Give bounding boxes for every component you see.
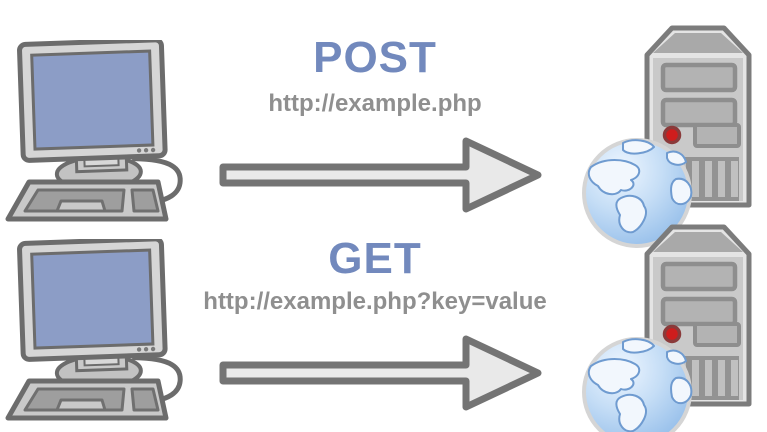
post-method-title: POST bbox=[313, 33, 437, 82]
desktop-computer-icon bbox=[5, 239, 185, 423]
post-url-text: http://example.php bbox=[268, 90, 482, 117]
desktop-computer-icon bbox=[5, 40, 185, 224]
globe-icon bbox=[579, 334, 695, 432]
right-arrow-icon bbox=[216, 331, 546, 415]
get-url-text: http://example.php?key=value bbox=[203, 288, 547, 315]
right-arrow-icon bbox=[216, 133, 546, 217]
get-method-title: GET bbox=[328, 234, 422, 283]
